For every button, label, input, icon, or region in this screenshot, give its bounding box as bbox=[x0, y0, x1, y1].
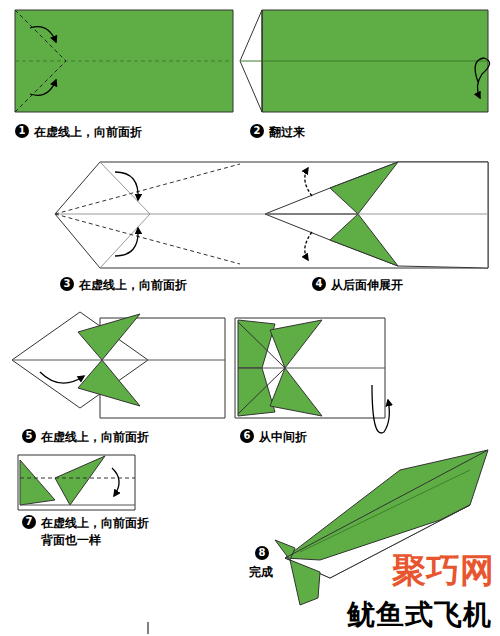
step5-paper bbox=[12, 312, 225, 418]
callout-number: 4 bbox=[312, 277, 326, 291]
step-caption: 翻过来 bbox=[269, 124, 305, 141]
callout-number: 8 bbox=[255, 546, 269, 560]
step6-paper bbox=[235, 318, 389, 433]
callout-number: 1 bbox=[15, 124, 29, 138]
callout-number: 2 bbox=[250, 124, 264, 138]
step-caption: 从中间折 bbox=[259, 429, 307, 446]
step-caption: 在虚线上，向前面折 bbox=[79, 277, 187, 294]
step-caption: 背面也一样 bbox=[41, 532, 101, 549]
step3-paper bbox=[55, 162, 488, 268]
step-caption: 完成 bbox=[249, 564, 273, 581]
step2-paper bbox=[240, 10, 490, 112]
tick-mark bbox=[148, 622, 149, 634]
step-caption: 在虚线上，向前面折 bbox=[41, 515, 149, 532]
step-caption: 在虚线上，向前面折 bbox=[41, 429, 149, 446]
step-caption: 在虚线上，向前面折 bbox=[34, 124, 142, 141]
step1-paper bbox=[15, 10, 233, 112]
step4-paper bbox=[265, 162, 488, 268]
callout-number: 7 bbox=[22, 515, 36, 529]
callout-number: 5 bbox=[22, 429, 36, 443]
callout-number: 3 bbox=[60, 277, 74, 291]
step7-paper bbox=[18, 455, 135, 510]
callout-number: 6 bbox=[240, 429, 254, 443]
watermark: 聚巧网 bbox=[392, 548, 494, 594]
title: 鱿鱼式飞机 bbox=[347, 596, 492, 634]
step-caption: 从后面伸展开 bbox=[331, 277, 403, 294]
